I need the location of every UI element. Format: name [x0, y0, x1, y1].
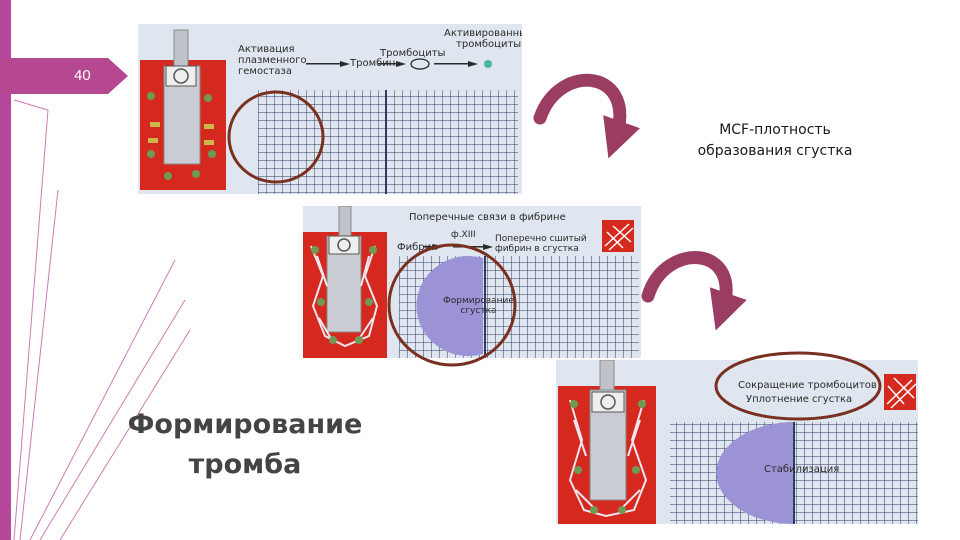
label-thrombin: Тромбин: [350, 58, 396, 69]
highlight-circle-3: [714, 351, 882, 421]
label-fibrin: Фибрин: [397, 242, 438, 253]
figure-clot-formation: Поперечные связи в фибрине Фибрин ф.XIII…: [303, 206, 641, 358]
label-activation: Активация плазменного гемостаза: [238, 44, 307, 77]
page-number: 40: [74, 67, 91, 84]
label-activated-platelets: Активированные тромбоциты: [444, 28, 522, 50]
left-accent-bar: [0, 0, 11, 540]
figure-clot-stabilization: Сокращение тромбоцитов Уплотнение сгустк…: [556, 360, 918, 524]
label-platelets: Тромбоциты: [380, 48, 446, 59]
label-clot-formation: Формирование сгустка: [443, 296, 514, 316]
slide-title: Формирование тромба: [127, 409, 363, 480]
label-fxiii: ф.XIII: [451, 230, 476, 240]
decorative-lines: [13, 99, 191, 540]
label-compaction: Уплотнение сгустка: [746, 394, 853, 405]
highlight-circle-2: [387, 243, 517, 367]
mcf-caption: MCF-плотность образования сгустка: [697, 122, 853, 159]
figure-platelet-activation: Активация плазменного гемостаза Тромбин …: [138, 24, 522, 194]
label-crosslinked-fibrin: Поперечно сшитый фибрин в сгустка: [495, 234, 587, 254]
curved-arrow-1: [533, 73, 640, 159]
highlight-circle-1: [227, 90, 325, 184]
label-stabilization: Стабилизация: [764, 464, 840, 475]
label-crosslinks: Поперечные связи в фибрине: [409, 212, 566, 223]
figure-2-graphic: [303, 206, 641, 358]
label-retraction: Сокращение тромбоцитов: [738, 380, 877, 391]
figure-3-graphic: [556, 360, 918, 524]
figure-1-graphic: [138, 24, 522, 194]
page-number-tab: [0, 58, 128, 94]
curved-arrow-2: [641, 251, 747, 331]
